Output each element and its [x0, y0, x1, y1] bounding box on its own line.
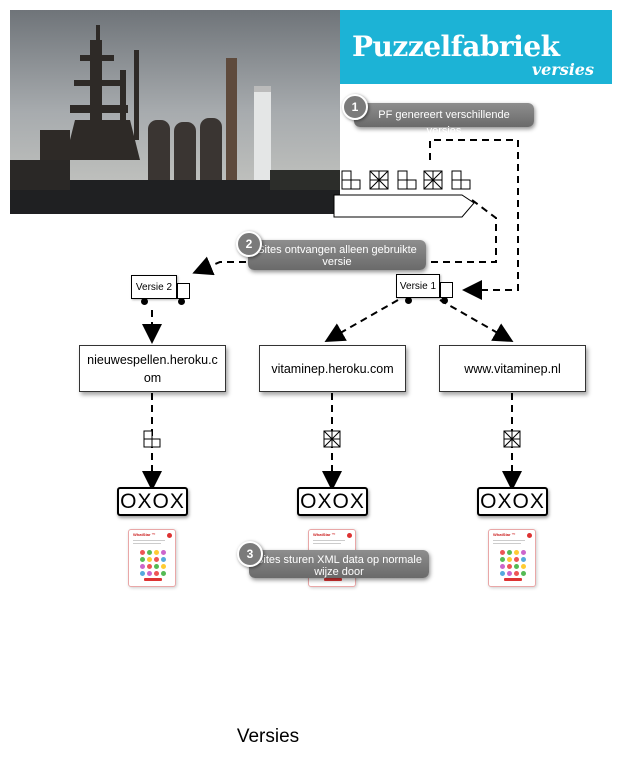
- site-name: vitaminep.heroku.com: [271, 361, 394, 376]
- site-nieuwespellen: nieuwespellen.heroku.com: [79, 345, 226, 392]
- oxox-game-3: OXOX: [477, 487, 548, 516]
- truck-cab: [177, 283, 190, 299]
- puzzle-piece-icon: [503, 430, 521, 448]
- truck-versie-2: Versie 2: [131, 275, 177, 299]
- app-screenshot-1: WhatStar ™: [128, 529, 176, 587]
- page-title: Versies: [0, 726, 622, 748]
- app-screenshot-3: WhatStar ™: [488, 529, 536, 587]
- puzzle-piece-icon: [341, 170, 361, 190]
- wheel-icon: [441, 297, 448, 304]
- callout-1: PF genereert verschillende versies: [354, 103, 534, 137]
- puzzle-piece-icon: [143, 430, 161, 448]
- wheel-icon: [405, 297, 412, 304]
- truck-cab: [440, 282, 453, 298]
- close-icon: [527, 533, 532, 538]
- bubble-grid: [500, 550, 526, 576]
- app-button: [504, 578, 522, 581]
- factory-silhouette: [10, 10, 340, 214]
- site-vitaminep-nl: www.vitaminep.nl: [439, 345, 586, 392]
- step-badge-3: 3: [237, 541, 263, 567]
- truck-label: Versie 1: [399, 280, 437, 292]
- site-name: nieuwespellen.heroku.com: [87, 352, 218, 385]
- wheel-icon: [178, 298, 185, 305]
- truck-versie-1: Versie 1: [396, 274, 440, 298]
- site-vitaminep-heroku: vitaminep.heroku.com: [259, 345, 406, 392]
- bubble-grid: [140, 550, 166, 576]
- puzzelfabriek-logo: Puzzelfabriek versies: [340, 10, 612, 84]
- logo-title: Puzzelfabriek: [352, 30, 560, 63]
- callout-2: Sites ontvangen alleen gebruikte versie: [248, 240, 426, 270]
- logo-subtitle: versies: [531, 60, 594, 79]
- page-title-text: Versies: [236, 726, 300, 747]
- callout-3: Sites sturen XML data op normale wijze d…: [249, 550, 429, 578]
- close-icon: [167, 533, 172, 538]
- truck-label: Versie 2: [135, 281, 173, 293]
- factory-photo: [10, 10, 340, 214]
- wheel-icon: [141, 298, 148, 305]
- puzzle-piece-icon: [323, 430, 341, 448]
- oxox-game-2: OXOX: [297, 487, 368, 516]
- app-button: [144, 578, 162, 581]
- conveyor-belt: [333, 170, 475, 218]
- step-badge-1: 1: [342, 94, 368, 120]
- step-badge-2: 2: [236, 231, 262, 257]
- app-button: [324, 578, 342, 581]
- close-icon: [347, 533, 352, 538]
- oxox-game-1: OXOX: [117, 487, 188, 516]
- app-title: WhatStar ™: [133, 532, 156, 537]
- app-title: WhatStar ™: [493, 532, 516, 537]
- site-name: www.vitaminep.nl: [464, 361, 561, 376]
- app-title: WhatStar ™: [313, 532, 336, 537]
